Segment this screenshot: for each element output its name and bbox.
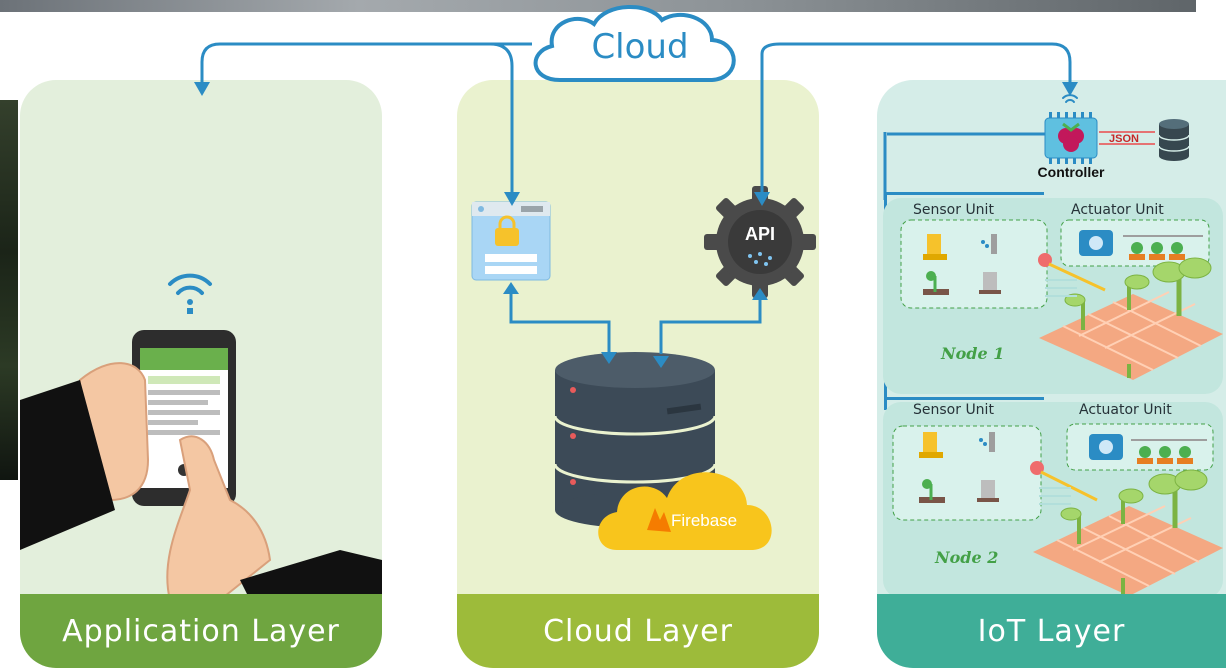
cloud-layer-footer: Cloud Layer (457, 594, 819, 668)
node-1-label: Node 1 (941, 344, 1005, 363)
storage-database-icon (1158, 119, 1190, 161)
node-1-actuator-icons (1079, 230, 1203, 260)
controller-label: Controller (1038, 164, 1105, 180)
firebase-label: Firebase (671, 511, 737, 530)
node-1-sensor-unit-title: Sensor Unit (913, 202, 994, 218)
raspberry-pi-chip-icon (1044, 112, 1098, 164)
bus-to-node-1 (884, 192, 1044, 195)
node-1-field-icon (1038, 253, 1223, 380)
controller-illustration: JSON Controller (883, 94, 1190, 200)
cloud-arrowheads (194, 82, 1078, 206)
iot-layer-panel: JSON Controller Sensor Unit Actuator Uni… (877, 80, 1226, 668)
application-illustration (20, 273, 382, 600)
top-image-strip (0, 0, 1196, 12)
wifi-icon (168, 273, 212, 314)
login-window-icon (471, 201, 551, 281)
node-2-field-icon (1030, 461, 1223, 596)
cloud-shape-icon (533, 5, 736, 82)
json-arrow-icon: JSON (1099, 131, 1155, 145)
node-2-actuator-icons (1089, 434, 1207, 464)
cloud-layer-arrowheads (503, 282, 768, 368)
cloud-layer-panel: API Firebase (457, 80, 819, 668)
hand-icon (20, 362, 382, 600)
left-photo-edge (0, 100, 18, 480)
iot-layer-footer: IoT Layer (877, 594, 1226, 668)
cloud-label: Cloud (591, 27, 688, 67)
application-layer-footer: Application Layer (20, 594, 382, 668)
cloud-arrow-lines (200, 42, 1072, 196)
iot-layer-label: IoT Layer (977, 613, 1126, 649)
application-layer-panel: Application Layer (20, 80, 382, 668)
firebase-cloud-icon: Firebase (598, 472, 772, 550)
node-1-card: Sensor Unit Actuator Unit (883, 198, 1223, 394)
node-2-actuator-unit-title: Actuator Unit (1079, 402, 1172, 418)
node-2-sensor-unit-title: Sensor Unit (913, 402, 994, 418)
node-2-sensor-icons (919, 432, 999, 503)
application-layer-label: Application Layer (62, 613, 340, 649)
node-2-illustration (892, 423, 1223, 596)
node-2-card: Sensor Unit Actuator Unit (883, 402, 1223, 598)
node-1-illustration (900, 219, 1223, 380)
api-gear-icon: API (704, 186, 816, 298)
cloud-layer-connectors (509, 292, 762, 354)
bus-to-node-2 (884, 397, 1044, 400)
cloud-layer-label: Cloud Layer (543, 613, 733, 649)
node-1-sensor-icons (923, 234, 1001, 295)
node-1-actuator-unit-title: Actuator Unit (1071, 202, 1164, 218)
api-label: API (745, 224, 775, 244)
cloud-layer-illustration: API Firebase (471, 186, 816, 550)
node-2-label: Node 2 (935, 548, 999, 567)
json-label: JSON (1109, 133, 1139, 145)
